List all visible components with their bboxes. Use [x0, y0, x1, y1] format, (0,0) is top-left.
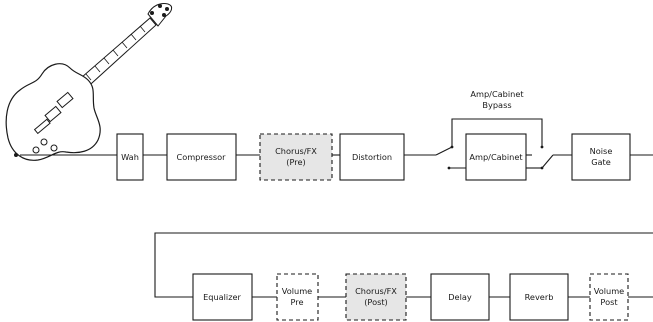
block-distortion: Distortion: [339, 133, 405, 181]
bypass-label-line-2: Bypass: [482, 100, 511, 110]
guitar-icon: [5, 3, 173, 161]
row-2-wires: [154, 232, 653, 298]
block-chorus-pre-label-1: Chorus/FX: [275, 146, 317, 156]
block-noise-gate-label-1: Noise: [590, 146, 613, 156]
block-volume-post: Volume Post: [589, 273, 629, 321]
block-volume-pre-label-1: Volume: [282, 286, 312, 296]
bypass-loop: Amp/Cabinet Bypass: [451, 89, 543, 147]
block-chorus-pre-label-2: (Pre): [286, 157, 305, 167]
block-amp-cabinet-label: Amp/Cabinet: [469, 152, 523, 162]
block-delay: Delay: [430, 273, 490, 321]
block-volume-pre: Volume Pre: [276, 273, 319, 321]
bypass-label-line-1: Amp/Cabinet: [470, 89, 524, 99]
block-compressor-label: Compressor: [176, 152, 226, 162]
block-distortion-label: Distortion: [352, 152, 392, 162]
block-wah-label: Wah: [121, 152, 139, 162]
block-delay-label: Delay: [448, 292, 472, 302]
block-noise-gate: Noise Gate: [571, 133, 631, 181]
block-reverb: Reverb: [509, 273, 569, 321]
row-1-wires: [20, 145, 653, 170]
block-chorus-pre: Chorus/FX (Pre): [259, 133, 333, 181]
block-equalizer-label: Equalizer: [203, 292, 241, 302]
block-wah: Wah: [116, 133, 144, 181]
block-noise-gate-label-2: Gate: [591, 157, 611, 167]
block-compressor: Compressor: [166, 133, 237, 181]
block-reverb-label: Reverb: [525, 292, 554, 302]
block-volume-pre-label-2: Pre: [290, 297, 303, 307]
block-volume-post-label-1: Volume: [594, 286, 624, 296]
block-chorus-post: Chorus/FX (Post): [345, 273, 407, 321]
block-volume-post-label-2: Post: [600, 297, 618, 307]
block-equalizer: Equalizer: [192, 273, 253, 321]
block-amp-cabinet: Amp/Cabinet: [465, 133, 527, 181]
block-chorus-post-label-1: Chorus/FX: [355, 286, 397, 296]
block-chorus-post-label-2: (Post): [364, 297, 388, 307]
